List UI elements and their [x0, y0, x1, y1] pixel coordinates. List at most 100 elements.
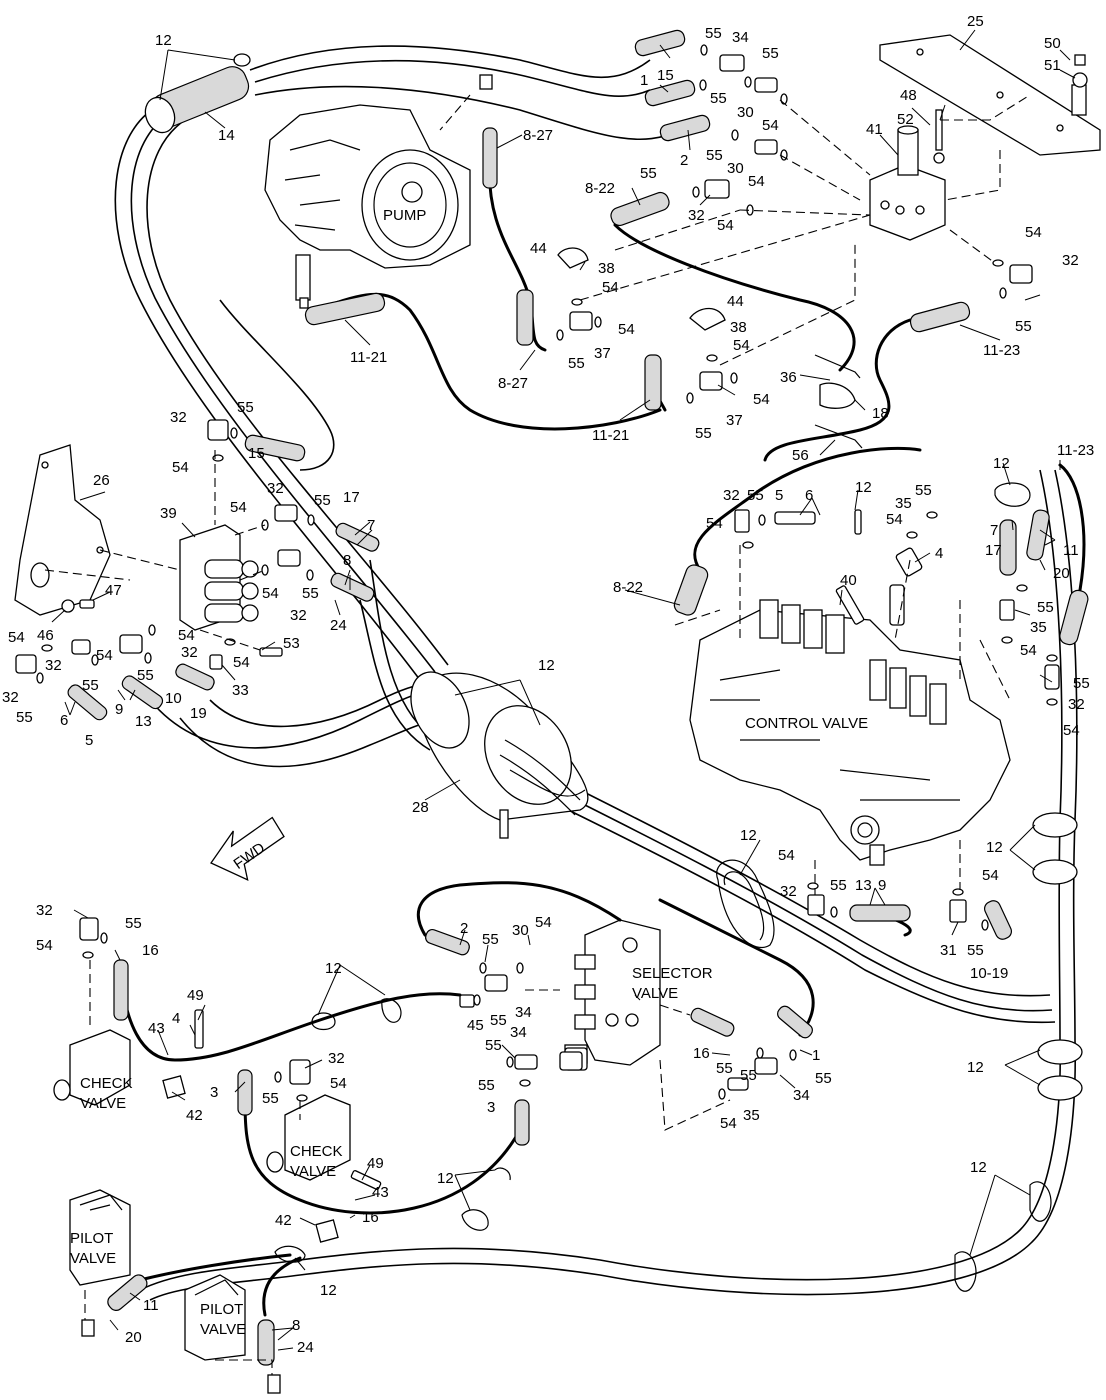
callout: 49 [187, 987, 204, 1004]
callout: 53 [283, 635, 300, 652]
callout: 20 [125, 1329, 142, 1346]
callout: 5 [85, 732, 93, 749]
protective-sleeve [410, 671, 589, 839]
callout: 12 [970, 1159, 987, 1176]
selector-valve-label-2: VALVE [632, 985, 678, 1002]
callout: 54 [330, 1075, 347, 1092]
callout: 10 [165, 690, 182, 707]
callout: 11 [143, 1297, 159, 1314]
callout: 32 [267, 480, 284, 497]
fittings [15, 54, 1060, 1243]
callout: 2 [680, 152, 688, 169]
callout: 32 [1068, 696, 1085, 713]
callout: 52 [897, 111, 914, 128]
callout: 11-23 [983, 342, 1020, 359]
callout: 35 [895, 495, 912, 512]
callout: 42 [275, 1212, 292, 1229]
control-valve-assembly: CONTROL VALVE [689, 599, 1011, 866]
callout: 3 [210, 1084, 218, 1101]
callout: 54 [8, 629, 25, 646]
callout: 7 [990, 522, 998, 539]
callout: 16 [142, 942, 159, 959]
callout: 17 [343, 489, 360, 506]
callout: 55 [1073, 675, 1090, 692]
callout: 11-23 [1057, 442, 1094, 459]
callout: 55 [1015, 318, 1032, 335]
callout: 54 [748, 173, 765, 190]
callout: 54 [1020, 642, 1037, 659]
callout: 31 [940, 942, 957, 959]
callout: 35 [1030, 619, 1047, 636]
callout: 12 [437, 1170, 454, 1187]
callout: 8-27 [498, 375, 528, 392]
callout: 5 [775, 487, 783, 504]
callout: 26 [93, 472, 110, 489]
callout: 55 [815, 1070, 832, 1087]
callout: 8-22 [613, 579, 643, 596]
callout: 37 [726, 412, 743, 429]
check-valve-center-label-1: CHECK [290, 1143, 343, 1160]
callout: 28 [412, 799, 429, 816]
callout: 14 [218, 127, 235, 144]
callout: 8 [292, 1317, 300, 1334]
callout: 33 [232, 682, 249, 699]
callout: 10-19 [970, 965, 1008, 982]
callout: 20 [1053, 565, 1070, 582]
callout: 32 [45, 657, 62, 674]
pilot-valve-right-label-1: PILOT [200, 1301, 243, 1318]
callout: 43 [148, 1020, 165, 1037]
callout: 55 [695, 425, 712, 442]
callout: 12 [986, 839, 1003, 856]
callout: 15 [248, 445, 265, 462]
callout: 54 [1025, 224, 1042, 241]
callout: 3 [487, 1099, 495, 1116]
callout: 6 [805, 487, 813, 504]
hose-bundle [114, 45, 1078, 1301]
callout: 11 [1063, 542, 1079, 559]
callout: 34 [793, 1087, 810, 1104]
callout: 38 [598, 260, 615, 277]
callout: 17 [985, 542, 1002, 559]
bracket-26 [14, 444, 111, 616]
callout: 55 [740, 1067, 757, 1084]
callout: 2 [460, 920, 468, 937]
callout: 54 [36, 937, 53, 954]
callout: 19 [190, 705, 207, 722]
callout: 12 [967, 1059, 984, 1076]
callout: 45 [467, 1017, 484, 1034]
callout: 55 [82, 677, 99, 694]
callout: 12 [155, 32, 172, 49]
callout: 4 [172, 1010, 180, 1027]
callout: 55 [747, 487, 764, 504]
callout: 9 [115, 701, 123, 718]
callout: 39 [160, 505, 177, 522]
callout: 4 [935, 545, 943, 562]
leader-lines [51, 29, 1076, 1351]
callout: 32 [170, 409, 187, 426]
check-valve-center: CHECK VALVE [266, 1094, 351, 1181]
callout: 32 [290, 607, 307, 624]
plate-25 [879, 34, 1101, 156]
assembly-dash-lines [44, 94, 1031, 1375]
callout: 49 [367, 1155, 384, 1172]
callout: 8 [343, 552, 351, 569]
callout: 55 [830, 877, 847, 894]
callout: 42 [186, 1107, 203, 1124]
callout: 13 [855, 877, 872, 894]
callout: 55 [485, 1037, 502, 1054]
callout: 56 [792, 447, 809, 464]
callout: 54 [233, 654, 250, 671]
callout: 11-21 [350, 349, 387, 366]
selector-valve-assembly: SELECTOR VALVE [564, 919, 713, 1066]
callout: 38 [730, 319, 747, 336]
pump-label: PUMP [383, 207, 426, 224]
callout: 55 [237, 399, 254, 416]
callout: 54 [230, 499, 247, 516]
selector-valve-label-1: SELECTOR [632, 965, 713, 982]
forward-arrow: FWD [210, 816, 285, 882]
callout: 34 [510, 1024, 527, 1041]
callout: 54 [733, 337, 750, 354]
callout: 55 [125, 915, 142, 932]
callout: 55 [314, 492, 331, 509]
callout: 54 [982, 867, 999, 884]
